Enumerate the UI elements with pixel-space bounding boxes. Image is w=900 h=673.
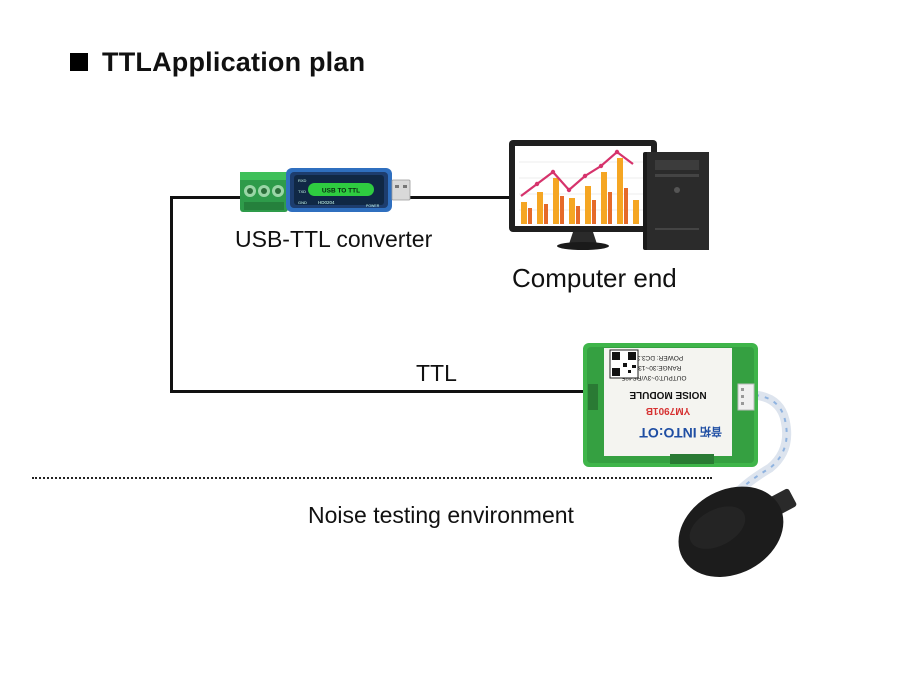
converter-pin-gnd: GND xyxy=(298,200,307,205)
module-name-text: NOISE MODULE xyxy=(629,389,707,400)
computer-image xyxy=(509,140,709,250)
environment-divider xyxy=(32,477,712,479)
converter-pin-rxd: RXD xyxy=(298,178,307,183)
ttl-label: TTL xyxy=(416,360,457,386)
environment-label: Noise testing environment xyxy=(308,502,574,528)
module-range-text: RANGE:30~130dB xyxy=(627,364,682,371)
module-brand-text: INTO:OT xyxy=(639,425,697,441)
converter-model-text: HD0204 xyxy=(318,200,335,205)
noise-module-image: INTO:OT 音拓 YM7901B NOISE MODULE OUTPUT:0… xyxy=(583,343,797,577)
title-bullet-square xyxy=(70,53,88,71)
wire-vertical-left xyxy=(170,196,173,393)
page-title: TTLApplication plan xyxy=(70,44,365,80)
converter-pin-txd: TXD xyxy=(298,189,306,194)
usb-ttl-converter-image: USB TO TTL RXD TXD GND HD0204 POWER xyxy=(240,168,411,212)
module-brand-cn-text: 音拓 xyxy=(700,425,722,439)
page-title-text: TTLApplication plan xyxy=(102,46,366,77)
qr-code-icon xyxy=(609,349,639,379)
computer-label: Computer end xyxy=(512,263,677,293)
module-output-text: OUTPUT:0~3V/RS485 xyxy=(621,374,686,381)
converter-badge-text: USB TO TTL xyxy=(322,188,360,195)
module-power-text: POWER: DC3.3~5V xyxy=(624,354,683,361)
wire-bottom xyxy=(170,390,586,393)
module-model-text: YM7901B xyxy=(646,405,690,416)
wire-top-left xyxy=(170,196,242,199)
converter-power-text: POWER xyxy=(366,204,380,208)
wire-top-right xyxy=(408,196,512,199)
converter-label: USB-TTL converter xyxy=(235,226,433,252)
